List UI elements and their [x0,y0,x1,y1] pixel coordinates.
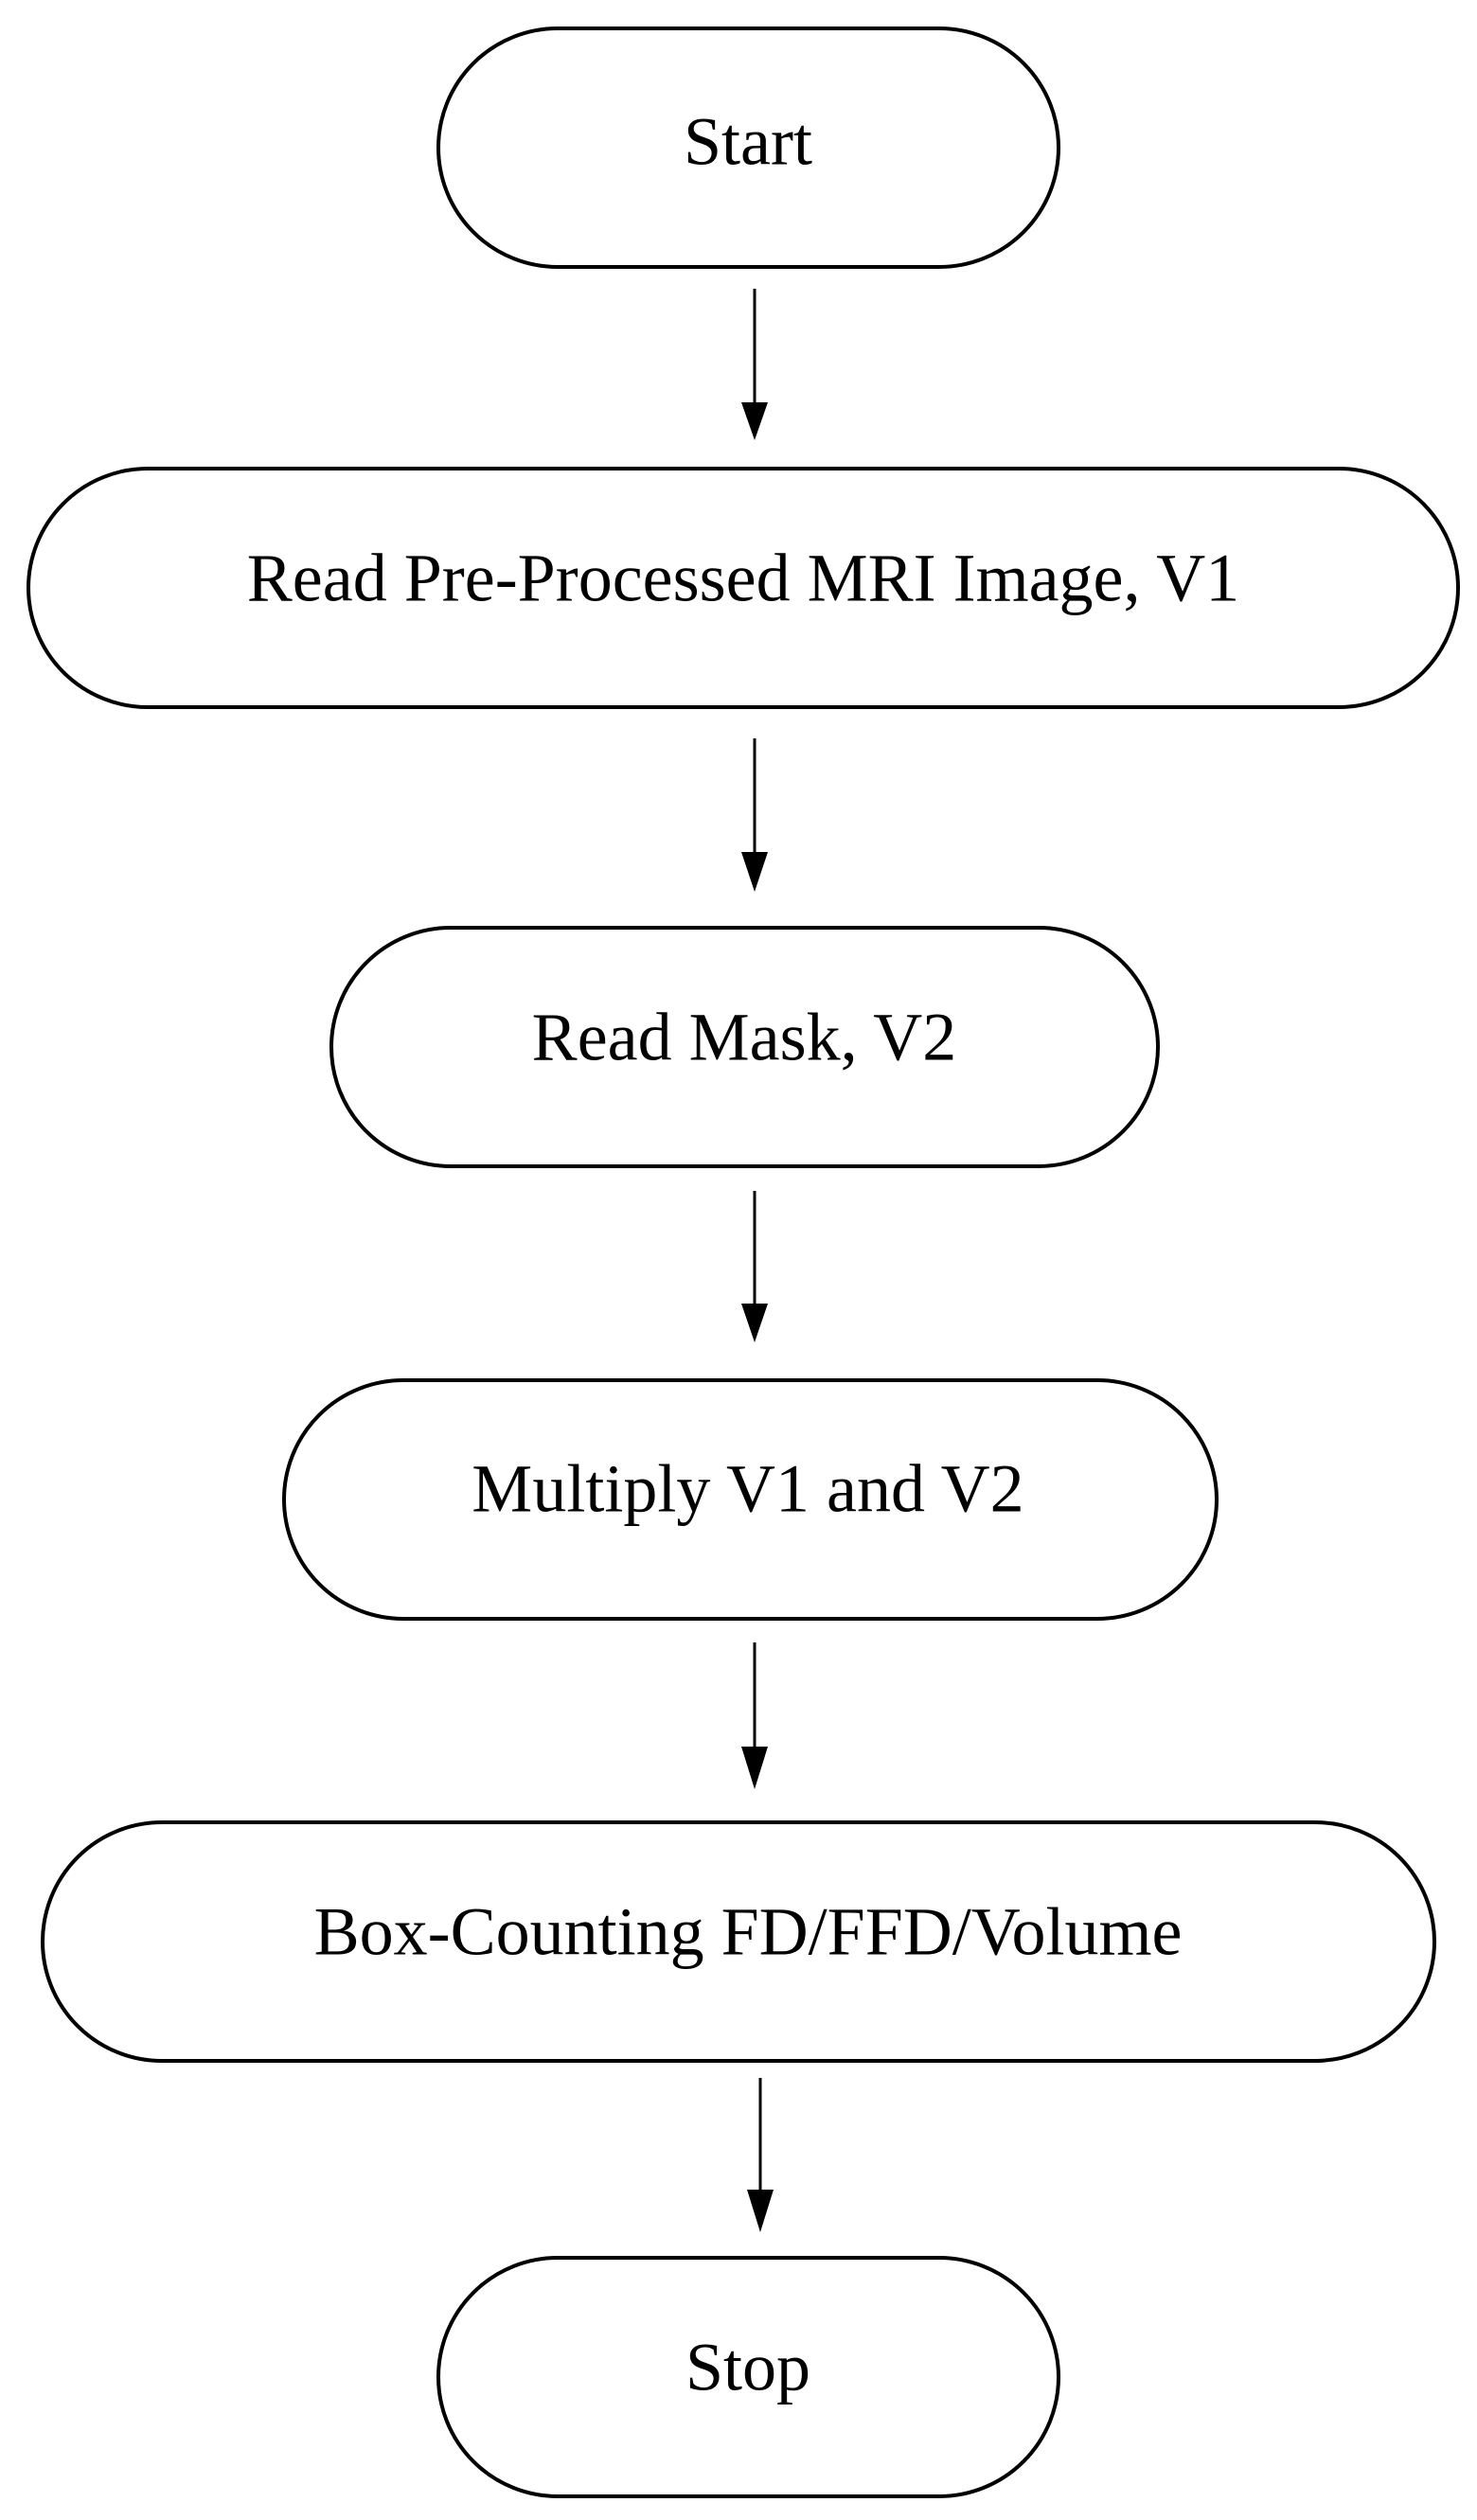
edge-box-counting-to-stop [747,2078,774,2232]
node-box-counting: Box-Counting FD/FFD/Volume [41,1820,1436,2063]
node-read-mask-shape [329,926,1160,1168]
node-read-mask-label: Read Mask, V2 [532,1000,957,1075]
node-read-image-shape [27,467,1460,709]
node-start-shape [436,27,1060,269]
node-multiply-shape [282,1378,1219,1621]
node-multiply-label: Multiply V1 and V2 [472,1451,1023,1527]
node-read-image: Read Pre-Processed MRI Image, V1 [27,467,1460,709]
node-box-counting-label: Box-Counting FD/FFD/Volume [314,1894,1183,1970]
node-stop: Stop [436,2256,1060,2498]
node-stop-shape [436,2256,1060,2498]
node-stop-label: Stop [685,2330,810,2405]
node-read-mask: Read Mask, V2 [329,926,1160,1168]
edge-read-mask-to-multiply [741,1191,768,1342]
node-multiply: Multiply V1 and V2 [282,1378,1219,1621]
edge-start-to-read-image [741,289,768,440]
edge-read-image-to-read-mask [741,738,768,892]
node-start: Start [436,27,1060,269]
node-box-counting-shape [41,1820,1436,2063]
node-start-label: Start [684,104,812,180]
node-read-image-label: Read Pre-Processed MRI Image, V1 [247,541,1239,616]
edge-multiply-to-box-counting [741,1642,768,1789]
